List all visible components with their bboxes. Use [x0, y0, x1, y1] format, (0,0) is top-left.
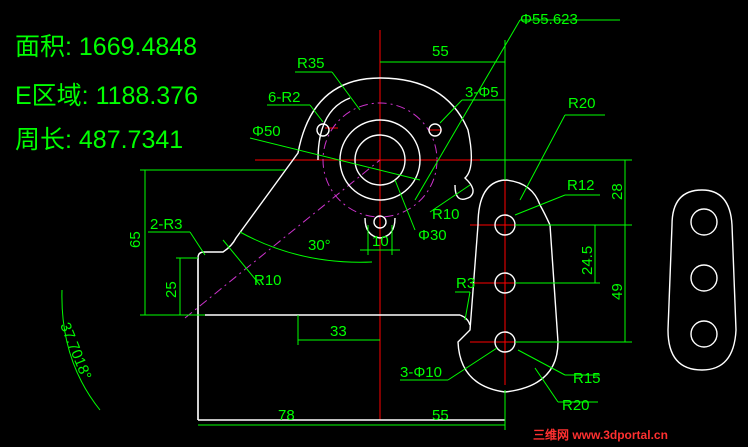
bolt-circle: [322, 102, 438, 218]
dim-text-78: 78: [278, 407, 295, 424]
main-part-upper-profile: [197, 77, 474, 420]
dimension-texts: Φ55.623 55 R35 6-R2 3-Φ5 Φ50 R20 R12 28 …: [56, 11, 626, 424]
hub-inner-arc: [317, 97, 351, 161]
leader-3phi5: [439, 99, 463, 124]
dim-text-24-5: 24.5: [579, 246, 596, 275]
leader-r10-left: [222, 239, 261, 286]
watermark-text: 三维网 www.3dportal.cn: [533, 427, 668, 442]
angle-construction-line: [184, 159, 381, 319]
leader-6r2: [309, 104, 324, 123]
lower-boss: [364, 217, 396, 239]
dim-text-25: 25: [163, 281, 180, 298]
dim-text-r10-mid: R10: [432, 206, 460, 223]
small-hole-bottom: [373, 215, 387, 229]
leader-r15: [517, 349, 566, 376]
angle-30-arc: [239, 231, 373, 263]
dim-text-phi55-623: Φ55.623: [520, 11, 578, 28]
dim-text-37-7018: 37.7018°: [56, 320, 94, 382]
preview-hole-3: [690, 320, 718, 348]
leader-d55-623: [414, 19, 521, 201]
bore-d30: [354, 134, 406, 186]
main-part-outline: [197, 77, 505, 421]
dim-text-3-phi5: 3-Φ5: [465, 84, 499, 101]
dim-text-49: 49: [609, 283, 626, 300]
dim-text-r35: R35: [297, 55, 325, 72]
preview-hole-2: [690, 264, 718, 292]
leader-r20-bottom: [534, 367, 559, 403]
preview-hole-1: [690, 208, 718, 236]
leader-r10-mid: [429, 184, 471, 213]
dim-text-r20-top: R20: [568, 95, 596, 112]
watermark-bg: [530, 426, 746, 443]
link-outline: [457, 179, 559, 393]
region-area-readout: E区域: 1188.376: [15, 82, 198, 110]
dim-text-55-top: 55: [432, 43, 449, 60]
dim-text-30deg: 30°: [308, 237, 331, 254]
leader-phi50: [249, 137, 421, 181]
dim-text-65: 65: [127, 231, 144, 248]
leader-r12: [514, 194, 566, 216]
area-readout: 面积: 1669.4848: [15, 33, 197, 61]
dim-text-55-bottom: 55: [432, 407, 449, 424]
dim-text-r12: R12: [567, 177, 595, 194]
small-hole-left: [316, 123, 330, 137]
leader-3phi10: [447, 347, 498, 381]
main-part-left-bottom: [197, 258, 505, 421]
dimension-lines: [61, 19, 632, 430]
angle-37-arc: [61, 289, 101, 411]
small-hole-right: [428, 123, 442, 137]
preview-outline: [667, 189, 737, 371]
dim-text-r10-left: R10: [254, 272, 282, 289]
dim-text-2-r3: 2-R3: [150, 216, 183, 233]
base-r3-fillet: [459, 314, 471, 326]
leader-2r3: [189, 231, 206, 256]
dim-text-phi50: Φ50: [252, 123, 281, 140]
construction-lines: [184, 102, 438, 319]
dim-text-10: 10: [372, 233, 389, 250]
perimeter-readout: 周长: 487.7341: [15, 126, 183, 154]
leader-phi30: [394, 179, 416, 231]
dim-text-6-r2: 6-R2: [268, 89, 301, 106]
dim-text-r15: R15: [573, 370, 601, 387]
dim-text-28: 28: [609, 183, 626, 200]
dim-text-phi30: Φ30: [418, 227, 447, 244]
preview-part: [667, 189, 737, 371]
dim-text-r3: R3: [456, 275, 475, 292]
leader-r20-top: [519, 114, 566, 201]
dim-text-33: 33: [330, 323, 347, 340]
leader-r35: [331, 71, 361, 111]
dim-text-r20-bottom: R20: [562, 397, 590, 414]
dim-text-3-phi10: 3-Φ10: [400, 364, 442, 381]
leader-r3: [464, 291, 471, 321]
